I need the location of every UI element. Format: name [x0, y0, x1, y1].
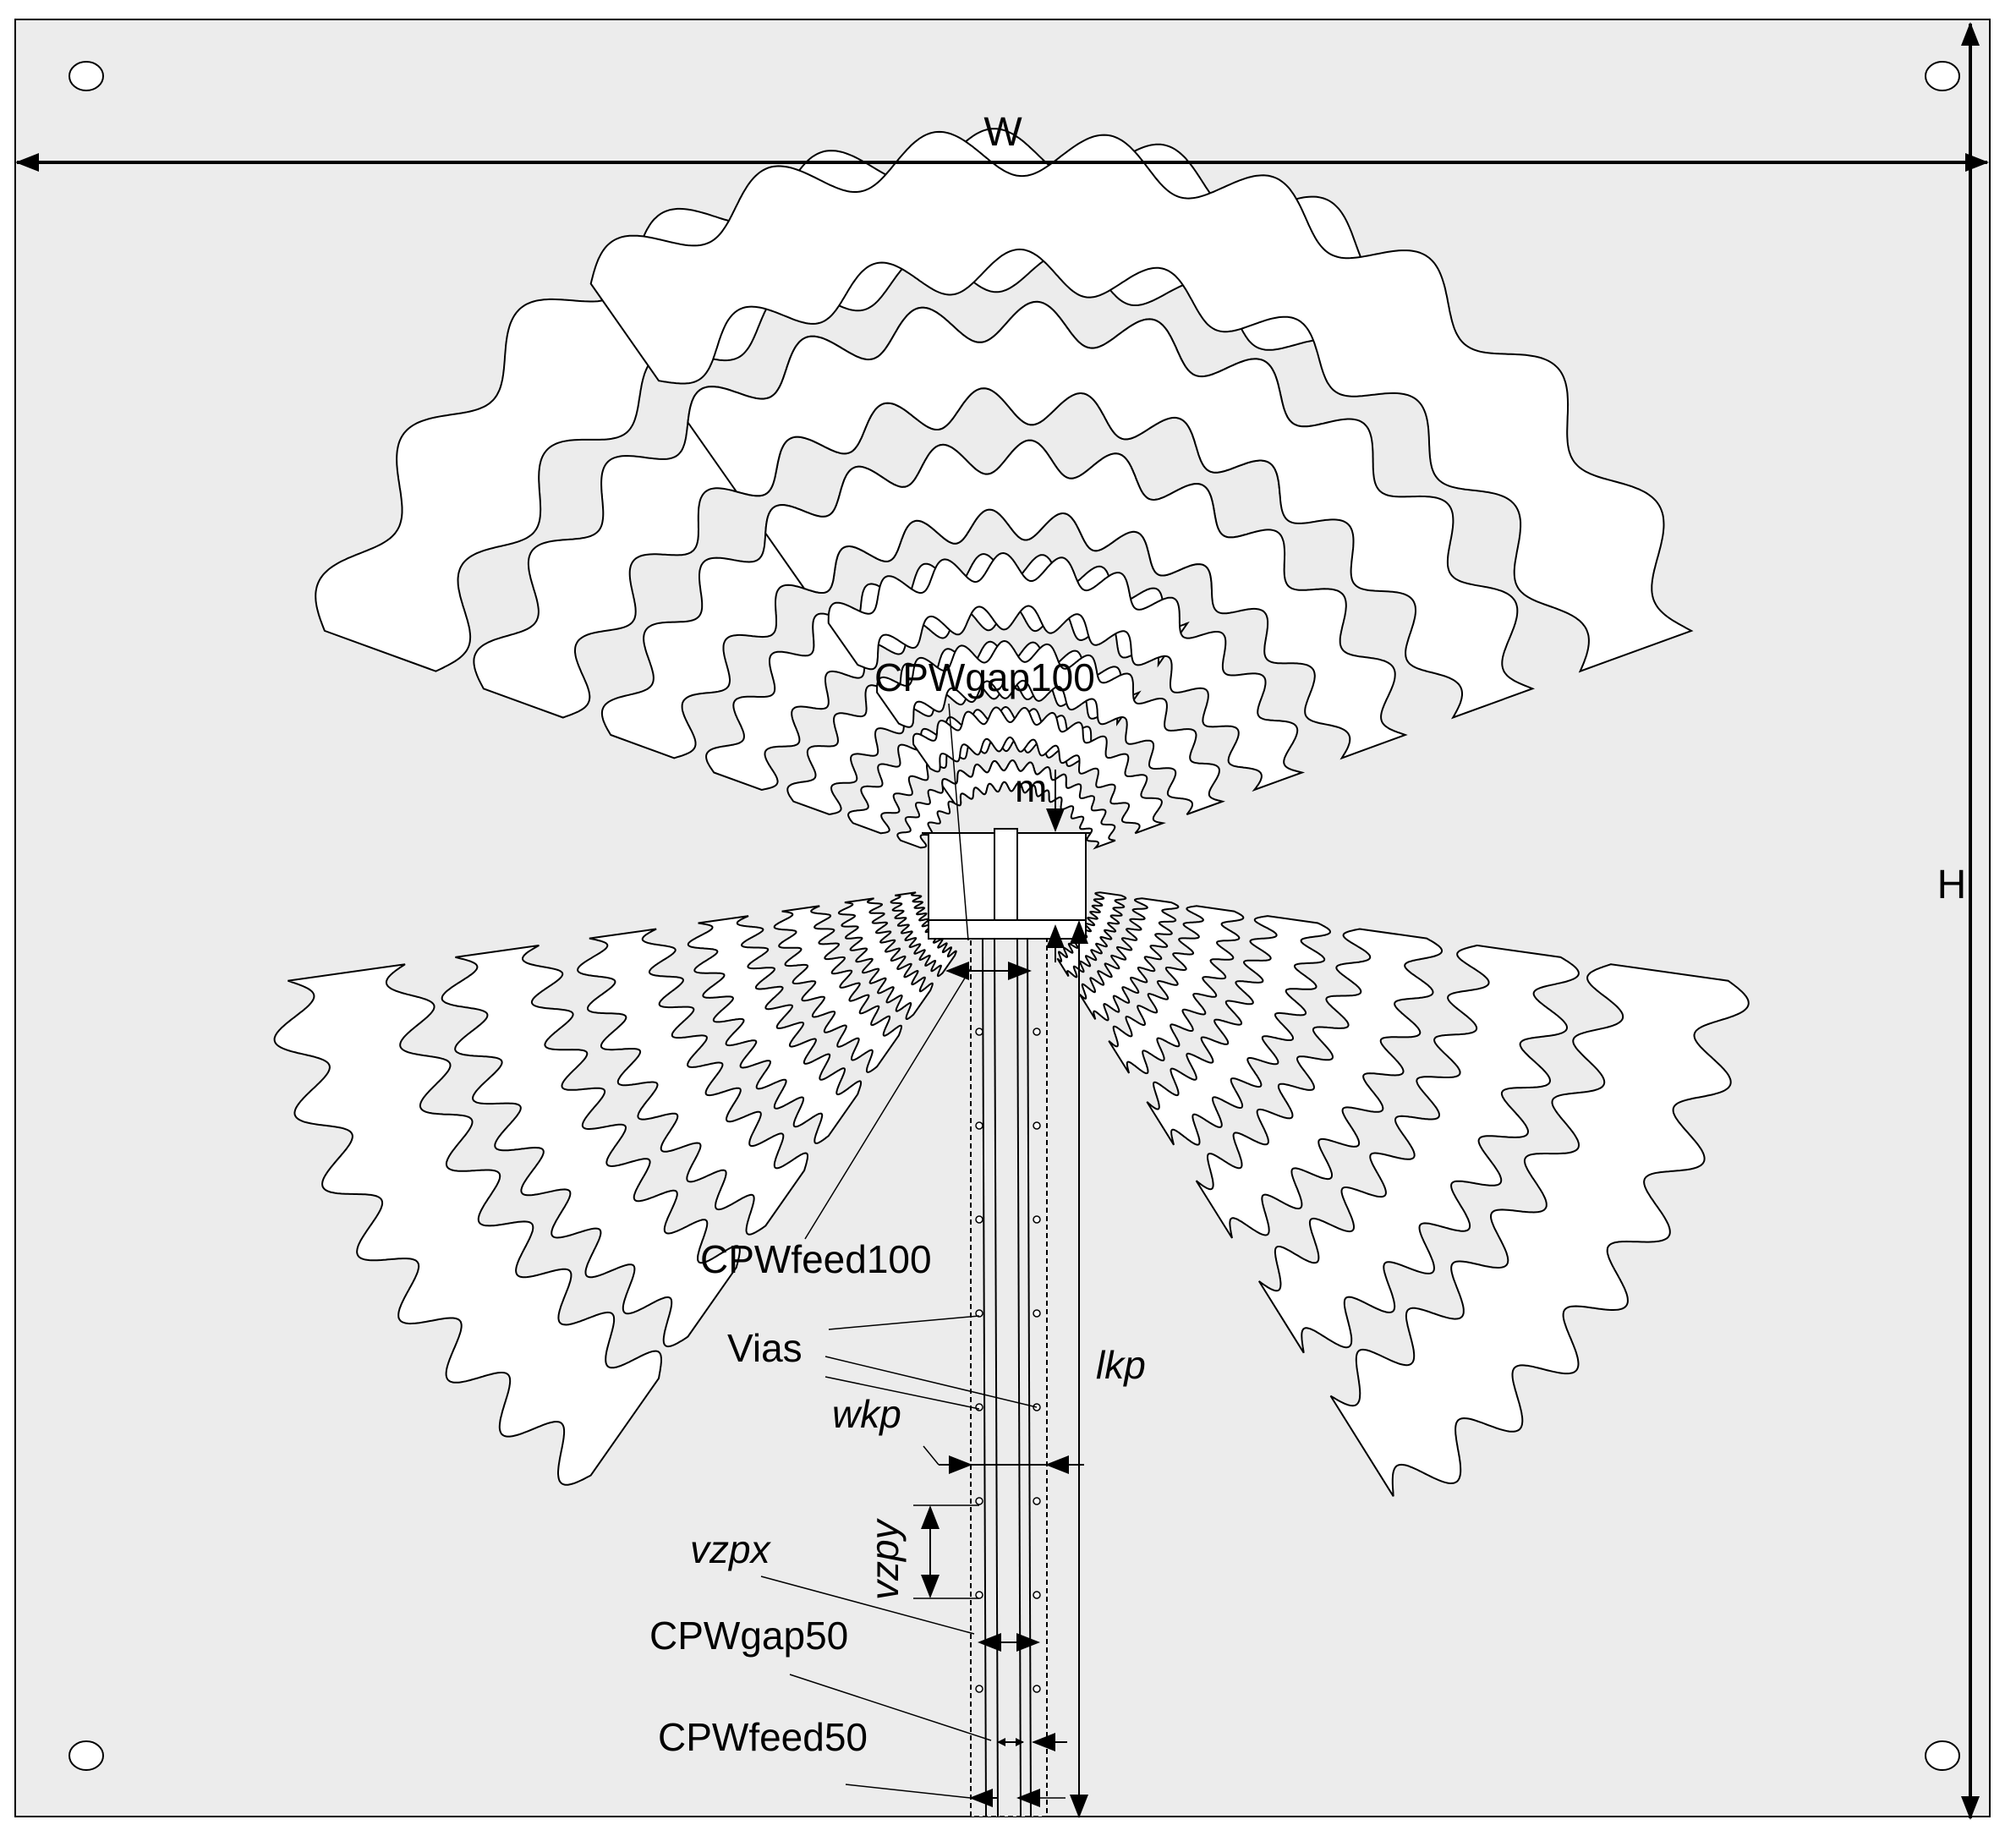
label-wkp: wkp: [832, 1392, 901, 1436]
label-vzpy: vzpy: [863, 1517, 907, 1600]
cpw-feed-100-leader: [804, 967, 972, 1240]
antenna-lobe-lower-left-5: [577, 928, 808, 1236]
via-hole: [1033, 1497, 1041, 1505]
label-cpw-gap-50: CPWgap50: [649, 1614, 848, 1658]
antenna-lobe-lower-left-4: [687, 915, 863, 1144]
cpw-feed-line: [922, 828, 1091, 1817]
antenna-lobe-upper-right-7: [589, 130, 1694, 673]
mounting-hole-top-right: [1925, 61, 1960, 91]
via-hole: [975, 1121, 983, 1130]
cpw-feed-50-leader: [845, 1784, 972, 1799]
vias-group: [975, 1028, 1041, 1693]
mounting-hole-bottom-right: [1925, 1740, 1960, 1771]
antenna-lobe-lower-right-4: [1146, 915, 1331, 1146]
antenna-lobe-upper-right-4: [827, 551, 1306, 792]
via-hole: [975, 1028, 983, 1036]
mounting-hole-top-left: [68, 61, 104, 91]
antenna-lobe-upper-right-2: [912, 706, 1167, 835]
label-cpw-feed-50: CPWfeed50: [658, 1715, 868, 1759]
antenna-lobe-lower-right-7: [1329, 963, 1750, 1497]
feed-gap-left: [994, 828, 1018, 921]
label-cpw-feed-100: CPWfeed100: [700, 1237, 932, 1281]
label-w: W: [983, 110, 1022, 155]
antenna-lobe-upper-right-1: [941, 759, 1116, 850]
via-hole: [975, 1403, 983, 1411]
via-hole: [975, 1215, 983, 1224]
via-hole: [975, 1591, 983, 1599]
antenna-lobe-lower-left-2: [837, 897, 934, 1020]
via-hole: [1033, 1215, 1041, 1224]
via-hole: [975, 1309, 983, 1318]
label-vias: Vias: [727, 1326, 803, 1370]
antenna-lobe-lower-right-6: [1257, 944, 1580, 1354]
vzpx-leader: [760, 1576, 975, 1635]
cpw-gap-50-leader: [789, 1674, 992, 1741]
mounting-hole-bottom-left: [68, 1740, 104, 1771]
antenna-lobe-upper-right-6: [687, 300, 1536, 720]
label-cpw-gap-100: CPWgap100: [874, 655, 1095, 699]
antenna-lobe-lower-left-6: [441, 944, 741, 1348]
via-hole: [1033, 1121, 1041, 1130]
antenna-lobe-upper-right-3: [876, 639, 1225, 815]
label-vzpx: vzpx: [690, 1527, 772, 1571]
feed-top-pad: [928, 919, 1087, 940]
antenna-lobe-lower-left-7: [273, 963, 662, 1486]
antenna-metal-pattern: [273, 128, 1750, 1497]
label-h: H: [1937, 863, 1967, 907]
label-lkp: lkp: [1096, 1343, 1146, 1387]
antenna-lobe-lower-right-5: [1195, 928, 1444, 1239]
wkp-leader: [923, 1445, 940, 1466]
cpw-gap-100-leader: [948, 703, 969, 941]
antenna-lobe-lower-left-3: [773, 905, 902, 1073]
label-m: m: [1015, 766, 1047, 810]
via-hole: [1033, 1309, 1041, 1318]
feed-outline-dashed: [970, 919, 1048, 1817]
via-hole: [975, 1497, 983, 1505]
antenna-lobe-lower-right-3: [1108, 905, 1245, 1075]
via-hole: [1033, 1685, 1041, 1693]
via-hole: [1033, 1591, 1041, 1599]
via-hole: [1033, 1028, 1041, 1036]
via-hole: [975, 1685, 983, 1693]
antenna-lobe-upper-right-5: [764, 439, 1408, 760]
